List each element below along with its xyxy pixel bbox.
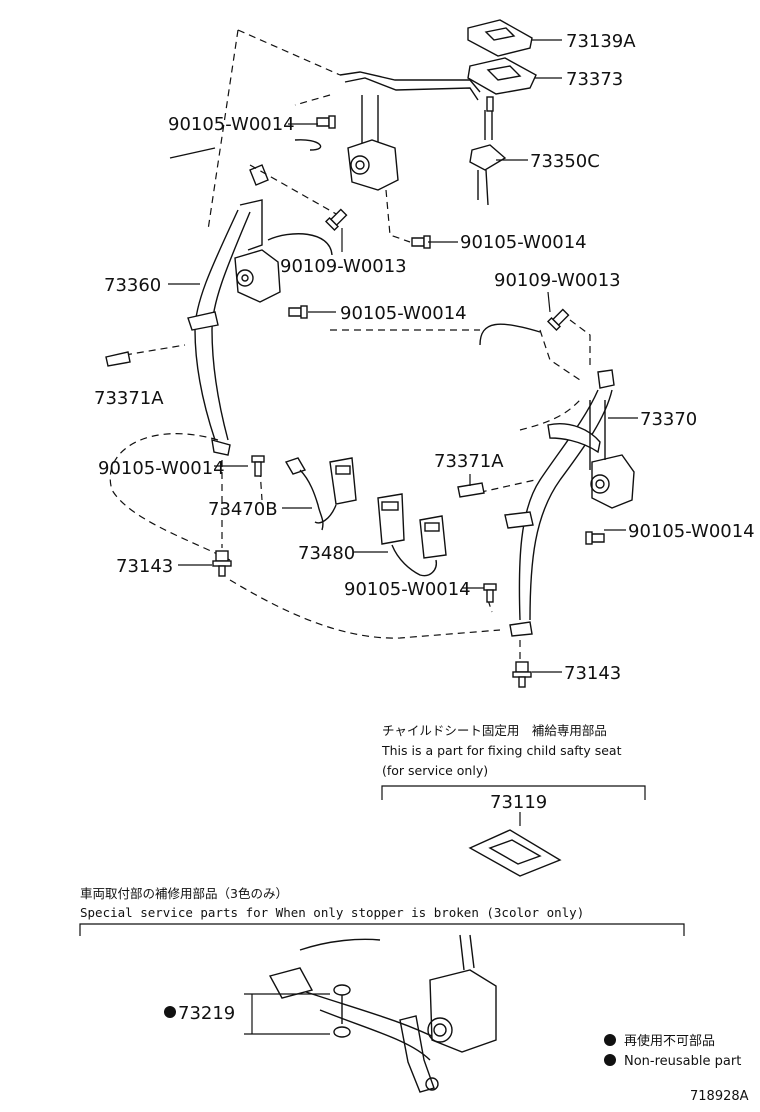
callout-73350C: 73350C [530,151,600,172]
callout-90109-a: 90109-W0013 [280,256,407,277]
part-number-callouts: 73139A 73373 73350C 90105-W0014 90105-W0… [94,31,755,684]
callout-90105-b: 90105-W0014 [460,232,587,253]
legend-marker-icon [604,1034,616,1046]
callout-90105-a: 90105-W0014 [168,114,295,135]
top-cover-parts [467,19,537,95]
child-seat-note-jp: チャイルドシート固定用 補給専用部品 [382,723,607,738]
anchor-bolt-icons [212,550,532,688]
special-note-en: Special service parts for When only stop… [80,905,584,920]
legend-marker-icon [604,1054,616,1066]
child-seat-note-en1: This is a part for fixing child safty se… [381,743,622,758]
legend: 再使用不可部品 Non-reusable part [604,1033,741,1069]
non-reusable-marker-icon [164,1006,176,1018]
special-note-jp: 車両取付部の補修用部品（3色のみ） [80,886,288,901]
callout-73119: 73119 [490,792,547,813]
right-seat-belt-73370 [457,323,635,637]
callout-73139A: 73139A [566,31,636,52]
callout-90109-b: 90109-W0013 [494,270,621,291]
callout-73219: 73219 [178,1003,235,1024]
callout-90105-c: 90105-W0014 [340,303,467,324]
legend-jp: 再使用不可部品 [624,1033,715,1049]
callout-90105-d: 90105-W0014 [628,521,755,542]
callout-73480: 73480 [298,543,355,564]
child-seat-note-en2: (for service only) [382,763,488,778]
callout-73371A-a: 73371A [94,388,164,409]
callout-90105-f: 90105-W0014 [344,579,471,600]
callout-73470B: 73470B [208,499,278,520]
legend-en: Non-reusable part [624,1054,741,1069]
bolt-icons [251,115,605,603]
left-seat-belt-73360 [105,164,333,456]
callout-73143-b: 73143 [564,663,621,684]
callout-73370: 73370 [640,409,697,430]
callout-90105-e: 90105-W0014 [98,458,225,479]
special-service-section: 車両取付部の補修用部品（3色のみ） Special service parts … [79,886,685,1093]
leader-lines [168,39,638,673]
callout-73373: 73373 [566,69,623,90]
figure-id: 718928A [690,1089,749,1104]
buckle-assemblies [284,457,447,577]
callout-73371A-b: 73371A [434,451,504,472]
child-seat-section: チャイルドシート固定用 補給専用部品 This is a part for fi… [381,723,646,877]
callout-73143-a: 73143 [116,556,173,577]
upper-retractor-assembly [169,71,507,206]
callout-73360: 73360 [104,275,161,296]
